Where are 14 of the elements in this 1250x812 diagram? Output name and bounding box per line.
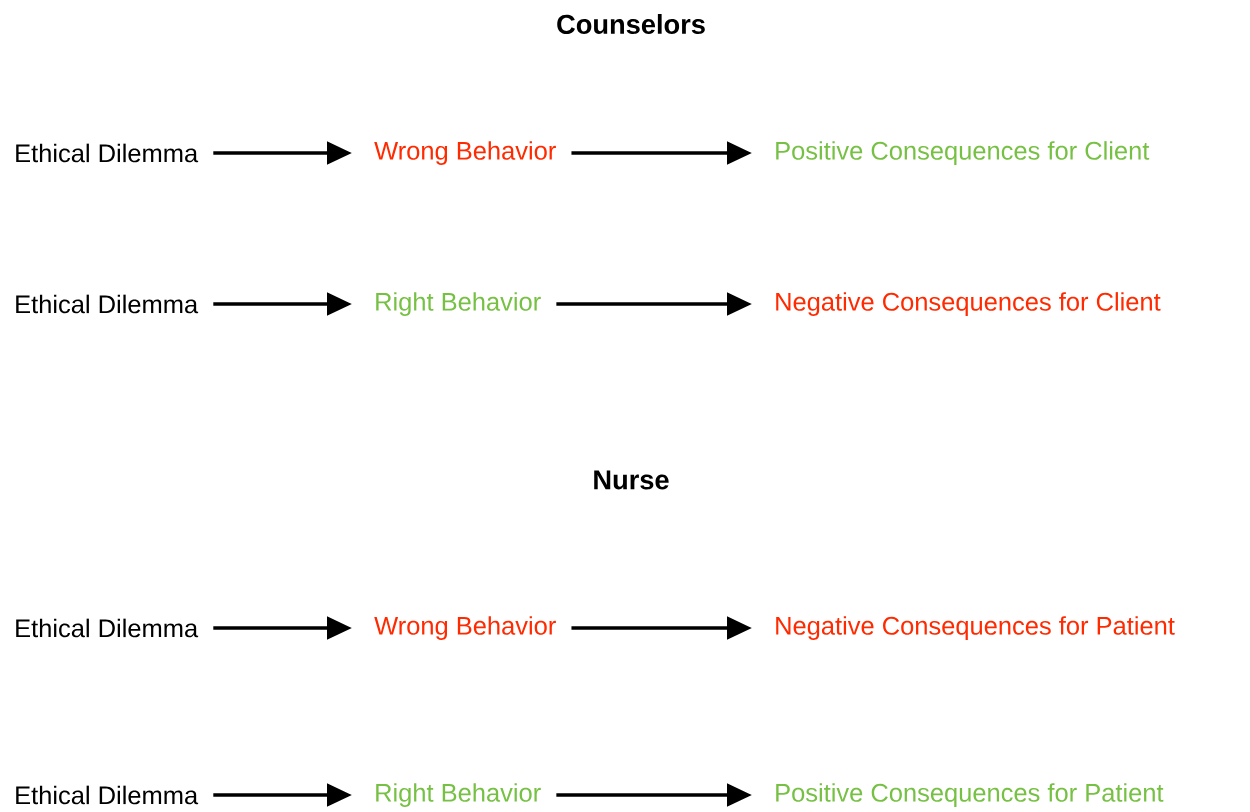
flow-text: Wrong Behavior [374,141,556,165]
section-heading: Counselors [557,14,705,34]
flow-text: Ethical Dilemma [16,143,199,163]
flow-text: Ethical Dilemma [16,785,199,805]
flow-text: Positive Consequences for Client [776,141,1150,165]
flow-text: Right Behavior [376,783,541,807]
flow-text: Negative Consequences for Patient [776,616,1175,640]
section-heading: Nurse [594,470,669,490]
flow-text: Ethical Dilemma [16,618,199,638]
flow-text: Right Behavior [376,292,541,316]
flow-text: Wrong Behavior [374,616,556,640]
flow-text: Ethical Dilemma [16,294,199,314]
flow-text: Negative Consequences for Client [776,292,1161,316]
flow-text: Positive Consequences for Patient [776,783,1164,807]
